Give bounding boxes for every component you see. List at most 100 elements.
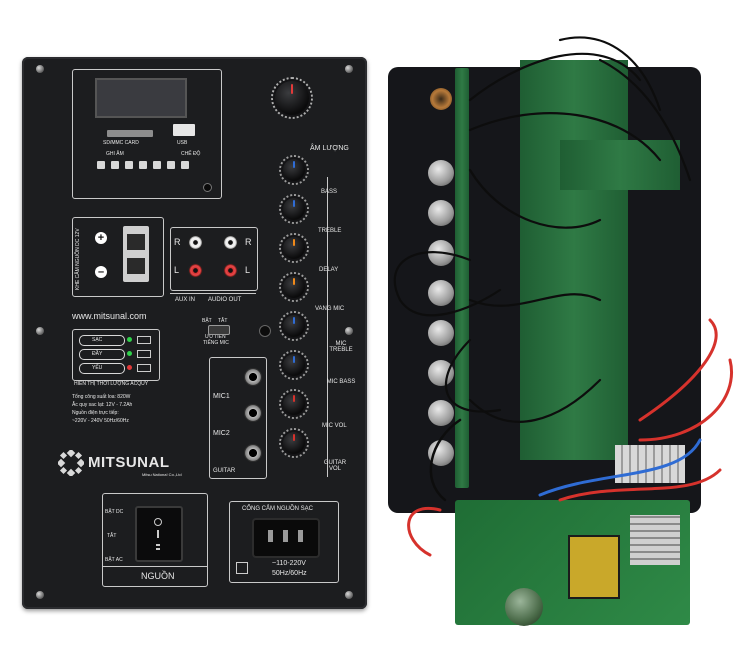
priority-label: ƯU TIÊN (205, 334, 226, 340)
brand-logo-icon (56, 448, 86, 478)
capacitor (428, 160, 454, 186)
knob-label-guitar-vol: GUITAR VOL (323, 460, 347, 472)
delay-knob[interactable] (283, 237, 305, 259)
guitar-label: GUITAR (213, 468, 236, 474)
knob-label-mic-treble: MIC TREBLE (329, 341, 353, 353)
battery-icon (137, 350, 151, 358)
power-switch-module: BẬT DC TẮT BẬT AC NGUỒN (102, 493, 208, 587)
knob-label-volume: ÂM LƯỢNG (310, 145, 349, 152)
dc-terminal[interactable] (123, 226, 149, 282)
led-charging (127, 337, 132, 342)
led-low (127, 365, 132, 370)
capacitor (428, 200, 454, 226)
mic-priority-switch[interactable] (208, 325, 230, 335)
pcb-strip (455, 68, 469, 488)
charge-box: SẠC (79, 335, 125, 346)
off-label: TẮT (218, 318, 228, 324)
record-button[interactable] (111, 161, 119, 169)
repeat-button[interactable] (167, 161, 175, 169)
psu-heatsink (630, 515, 680, 565)
mic-treble-knob[interactable] (283, 315, 305, 337)
next-button[interactable] (139, 161, 147, 169)
screw-icon (36, 591, 44, 599)
double-insulation-icon (236, 562, 248, 574)
iec-power-inlet[interactable] (252, 518, 320, 558)
ir-sensor (203, 183, 212, 192)
knob-scale (279, 233, 309, 263)
audio-out-label: AUDIO OUT (208, 297, 242, 303)
mode-label: CHẾ ĐỘ (181, 151, 201, 157)
bass-knob[interactable] (283, 159, 305, 181)
knob-scale (279, 428, 309, 458)
volume-scale (271, 77, 313, 119)
input-pcb (560, 140, 680, 190)
screw-icon (36, 65, 44, 73)
media-player-module: SD/MMC CARD USB GHI ÂM CHẾ ĐỘ (72, 69, 222, 199)
battery-icon (137, 336, 151, 344)
mic2-jack[interactable] (244, 404, 262, 422)
battery-level-low: YẾU (92, 365, 103, 371)
battery-level-charging: SẠC (92, 337, 103, 343)
knob-label-treble: TREBLE (318, 228, 342, 234)
battery-indicator-module: SẠC ĐẦY YẾU (72, 329, 160, 381)
audio-out-left-jack[interactable] (223, 263, 238, 278)
priority-knob[interactable] (259, 325, 271, 337)
rca-io-module: R L R L (170, 227, 258, 291)
switch-label-ac: BẬT AC (105, 557, 123, 563)
brand-name: MITSUNAL (88, 454, 170, 471)
mic1-jack[interactable] (244, 368, 262, 386)
aux-in-right-jack[interactable] (188, 235, 203, 250)
guitar-vol-knob[interactable] (283, 432, 305, 454)
dc-power-module: KHE CẮM NGUỒN DC 12V + – (72, 217, 164, 297)
screw-icon (36, 327, 44, 335)
brand-subtitle: Mitsu Nationa! Co.,Ltd (142, 472, 182, 477)
knob-label-bass: BASS (321, 189, 338, 195)
mic-bass-knob[interactable] (283, 354, 305, 376)
potentiometer (430, 88, 452, 110)
aux-in-left-jack[interactable] (188, 263, 203, 278)
master-volume-knob[interactable] (275, 81, 309, 115)
usb-port[interactable] (173, 124, 195, 136)
rca-r-label-2: R (245, 237, 252, 247)
prev-button[interactable] (97, 161, 105, 169)
mic-priority-label: TIẾNG MIC (203, 340, 229, 346)
mic-vol-knob[interactable] (283, 393, 305, 415)
plus-icon: + (95, 232, 107, 244)
echo-mic-knob[interactable] (283, 276, 305, 298)
guitar-jack[interactable] (244, 444, 262, 462)
media-button-row (97, 161, 207, 175)
knob-label-mic-vol: MIC VOL (322, 423, 347, 429)
on-label: BẬT (202, 318, 212, 324)
ac-frequency: 50Hz/60Hz (272, 570, 307, 577)
mode-button[interactable] (181, 161, 189, 169)
treble-knob[interactable] (283, 198, 305, 220)
power-rocker-switch[interactable] (135, 506, 183, 562)
knob-column: ÂM LƯỢNG (268, 145, 363, 490)
knob-label-mic-bass: MIC BASS (326, 379, 356, 385)
spec-line: ~220V - 240V 50Hz/60Hz (72, 418, 129, 424)
sd-card-slot[interactable] (107, 130, 153, 137)
audio-out-right-jack[interactable] (223, 235, 238, 250)
minus-icon: – (95, 266, 107, 278)
led-full (127, 351, 132, 356)
screw-icon (345, 591, 353, 599)
spec-list: Tổng công suất loa: 820W Ắc quy sac lạt:… (72, 395, 132, 424)
battery-level-full: ĐẦY (92, 351, 103, 357)
switch-label-off: TẮT (107, 533, 117, 539)
mic1-label: MIC1 (213, 393, 230, 400)
transformer (568, 535, 620, 599)
stop-button[interactable] (153, 161, 161, 169)
low-box: YẾU (79, 363, 125, 374)
sd-label: SD/MMC CARD (103, 140, 139, 146)
knob-scale (279, 311, 309, 341)
knob-scale (279, 389, 309, 419)
knob-label-echo: VANG MIC (315, 306, 345, 312)
spec-line: Nguồn điện trực tiếp: (72, 410, 119, 416)
ac-socket-module: CỔNG CẮM NGUỒN SẠC ~110-220V 50Hz/60Hz (229, 501, 339, 583)
battery-icon (137, 364, 151, 372)
lcd-display (95, 78, 187, 118)
capacitor (428, 320, 454, 346)
website-text: www.mitsunal.com (72, 311, 147, 321)
play-pause-button[interactable] (125, 161, 133, 169)
